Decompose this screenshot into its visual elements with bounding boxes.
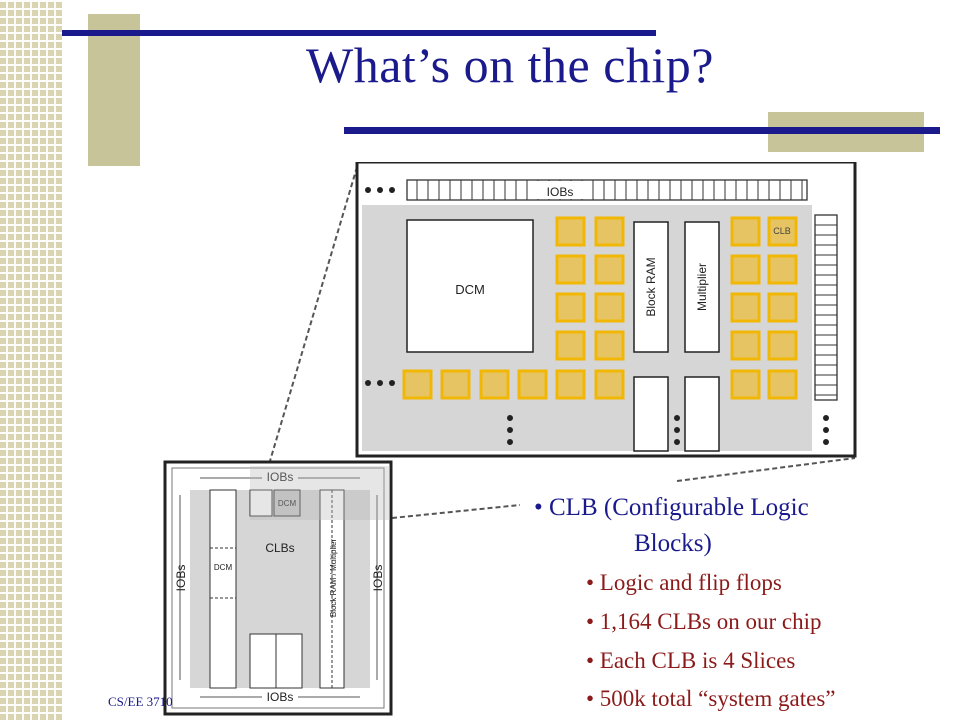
clb-label: CLB — [773, 226, 791, 236]
sub-bullet-2: • 1,164 CLBs on our chip — [586, 609, 822, 634]
main-bullet-line2: Blocks) — [634, 530, 712, 557]
clb-block — [767, 369, 798, 400]
main-bullet-line1: • CLB (Configurable Logic — [534, 494, 809, 521]
clb-block — [730, 292, 761, 323]
decor-bar-top — [62, 30, 656, 36]
clb-block — [594, 292, 625, 323]
multiplier-label: Multiplier — [695, 263, 709, 311]
page-title: What’s on the chip? — [306, 37, 714, 93]
clb-block — [517, 369, 548, 400]
clb-block — [730, 216, 761, 247]
dcm-label: DCM — [455, 282, 485, 297]
overview-bottom-iobs: IOBs — [267, 690, 294, 704]
clb-block — [767, 292, 798, 323]
clb-block — [730, 330, 761, 361]
clb-block — [594, 216, 625, 247]
clb-block — [730, 254, 761, 285]
clb-block — [440, 369, 471, 400]
clb-block — [555, 330, 586, 361]
clb-block — [555, 369, 586, 400]
clb-block — [555, 216, 586, 247]
chip-diagram: IOBs DCM Block RAM Multiplier CLB IOBs I… — [163, 162, 857, 716]
left-stripe-overlay — [0, 0, 62, 720]
footer-course-label: CS/EE 3710 — [108, 694, 173, 709]
clb-block — [594, 254, 625, 285]
clb-block — [555, 292, 586, 323]
clb-block — [767, 330, 798, 361]
clb-block — [767, 254, 798, 285]
clb-block — [555, 254, 586, 285]
overview-bram-mult: Block RAM / Multiplier — [329, 539, 338, 618]
top-iobs-label: IOBs — [547, 185, 574, 199]
clb-block — [730, 369, 761, 400]
clb-block — [594, 330, 625, 361]
sub-bullet-3: • Each CLB is 4 Slices — [586, 648, 796, 673]
decor-block-left — [88, 14, 140, 166]
decor-bar-right — [344, 127, 940, 134]
overview-clbs: CLBs — [265, 541, 294, 555]
clb-block — [479, 369, 510, 400]
clb-block — [767, 216, 798, 247]
overview-top-iobs: IOBs — [267, 470, 294, 484]
clb-block — [402, 369, 433, 400]
sub-bullet-1: • Logic and flip flops — [586, 570, 782, 595]
block-ram-label: Block RAM — [644, 257, 658, 316]
overview-dcm-top: DCM — [278, 499, 297, 508]
overview-right-iobs: IOBs — [371, 565, 385, 592]
clb-block — [594, 369, 625, 400]
sub-bullet-4: • 500k total “system gates” — [586, 686, 836, 711]
overview-left-iobs: IOBs — [174, 565, 188, 592]
overview-dcm-left: DCM — [214, 563, 233, 572]
